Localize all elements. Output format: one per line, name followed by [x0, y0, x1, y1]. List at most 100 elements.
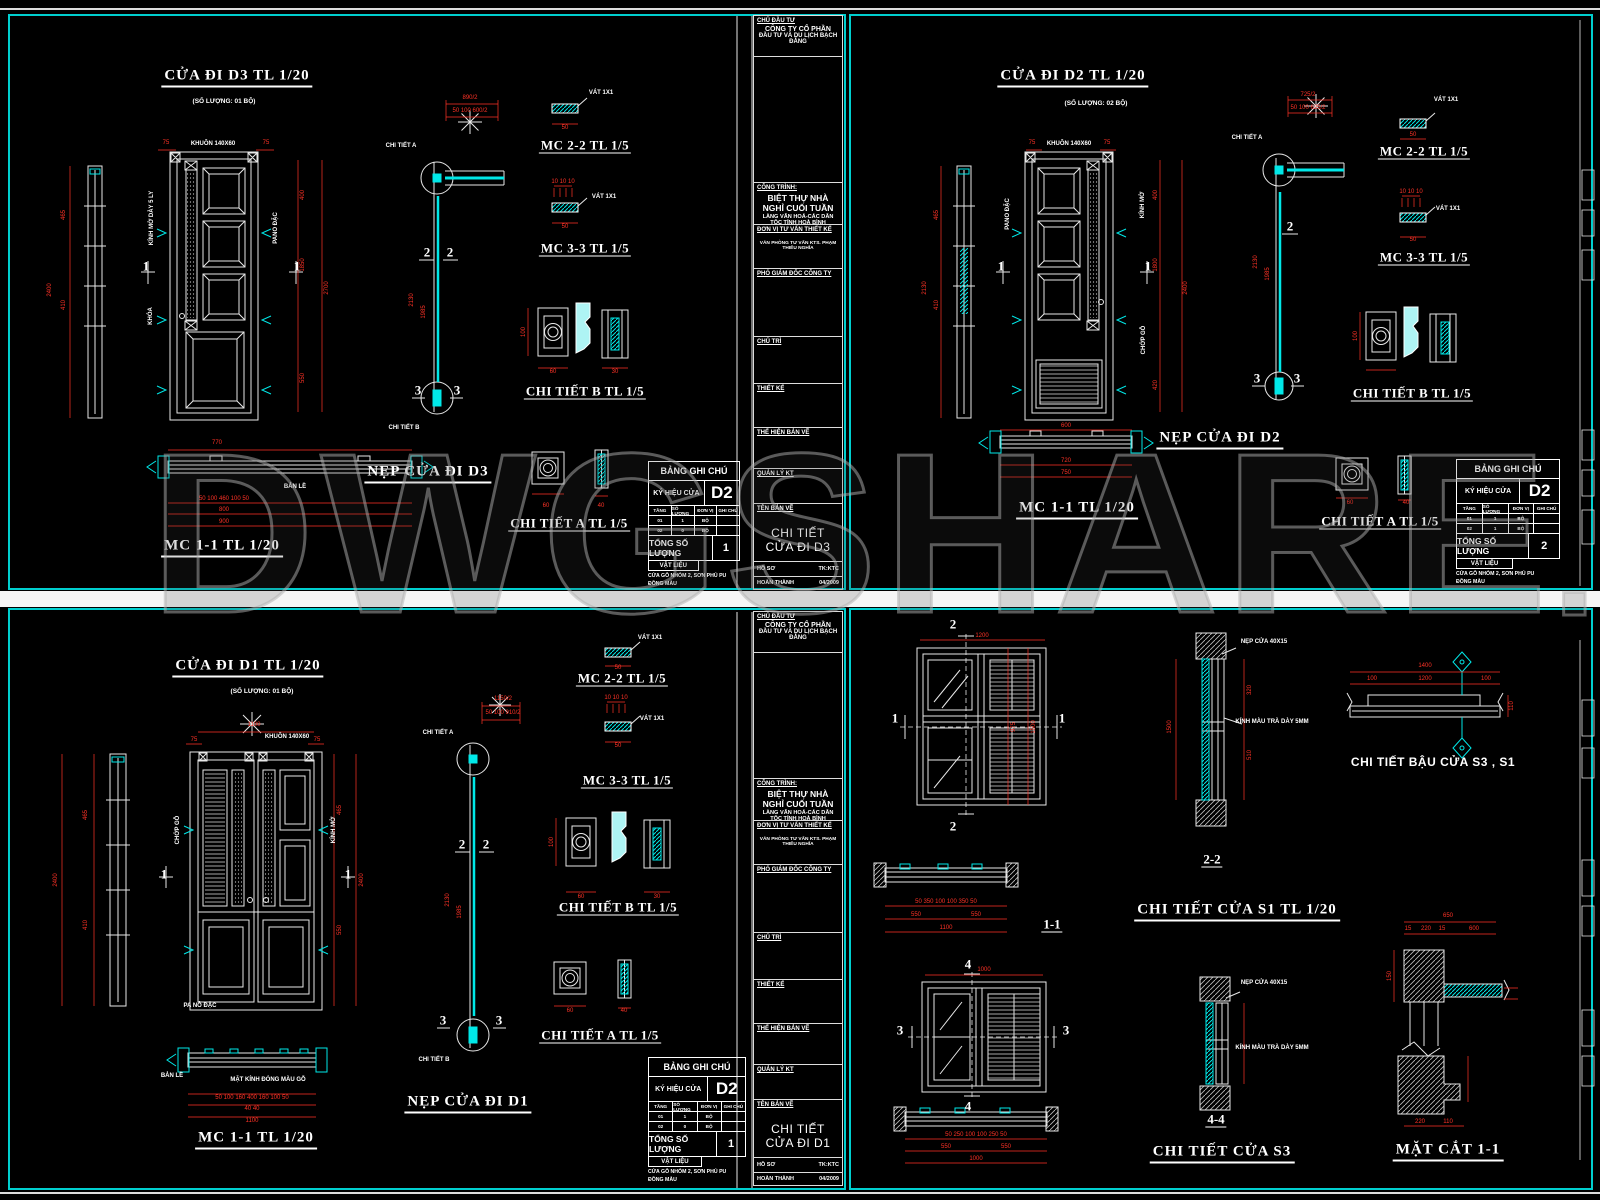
s-dims-d550c: 550	[940, 1144, 952, 1150]
s-s1_title: CHI TIẾT CỬA S1 TL 1/20	[1134, 902, 1340, 922]
s-dims-d15a: 15	[1404, 926, 1412, 932]
legend-note-cell	[717, 526, 739, 535]
d2-marks-s2: 2	[1286, 218, 1294, 234]
d2-title: CỬA ĐI D2 TL 1/20	[997, 68, 1149, 88]
d1-nep: NẸP CỬA ĐI D1	[404, 1094, 532, 1114]
d3-dims-b_30: 30	[611, 369, 619, 375]
total-label: TỔNG SỐ LƯỢNG	[649, 1132, 718, 1156]
d3-marks-s1: 1	[142, 258, 150, 274]
d1-dims-a_60: 60	[566, 1008, 574, 1014]
d1-marks-s1: 1	[160, 866, 168, 882]
legend-cell: 1	[1483, 524, 1509, 533]
d3-white-geometry	[84, 16, 753, 588]
s-dims-v1500b: 1500	[1167, 720, 1173, 734]
sheet-door-d2	[849, 14, 1593, 590]
d1-mc11: MC 1-1 TL 1/20	[195, 1130, 317, 1150]
draftsman-label: THỂ HIỆN BẢN VẼ	[757, 1026, 810, 1032]
d1-chamfer: VÁT 1X1	[637, 635, 663, 641]
d2-subtitle: (SỐ LƯỢNG: 02 BỘ)	[1064, 99, 1128, 107]
material-line2: ĐỒNG MÀU	[1456, 579, 1485, 585]
d1-cyan-geometry	[111, 647, 662, 1073]
investor-line2: ĐẦU TƯ VÀ DU LỊCH BẠCH ĐẰNG	[758, 33, 838, 45]
material-line1: CỬA GỖ NHÓM 2, SƠN PHỦ PU	[648, 1169, 727, 1175]
d3-marks-s1: 1	[293, 258, 301, 274]
dossier-label: HỒ SƠ	[757, 1162, 776, 1168]
d1-callout_a: CHI TIẾT A	[422, 730, 454, 736]
title-block-section: PHÓ GIÁM ĐỐC CÔNG TY	[753, 268, 843, 337]
investor-line1: CÔNG TY CỔ PHẦN	[765, 26, 831, 33]
d3-chamfer: VÁT 1X1	[588, 90, 614, 96]
s-dims-d15b: 15	[1438, 926, 1446, 932]
d3-dims-pole_a: 890/2	[462, 95, 478, 101]
s-dims-t1000: 1000	[977, 967, 991, 973]
d2-dims-r_2400: 2400	[1183, 281, 1189, 295]
project-line2: LÀNG VĂN HOÁ-CÁC DÂN TỘC TỈNH HOÀ BÌNH	[762, 810, 834, 821]
d1-detail_a_title: CHI TIẾT A TL 1/5	[539, 1027, 661, 1044]
s-dims-d1100: 1100	[939, 925, 953, 931]
d3-dims-b_60: 60	[549, 369, 557, 375]
legend-cell: 01	[1457, 514, 1483, 523]
d3-mc11: MC 1-1 TL 1/20	[161, 538, 283, 558]
d3-marks-s2: 2	[423, 244, 431, 260]
d2-dims-p_2130: 2130	[1253, 255, 1259, 269]
s-dims-v510: 510	[1247, 749, 1253, 761]
s-marks-s3: 3	[896, 1022, 904, 1038]
legend-col_qty: SỐ LƯỢNG	[672, 506, 695, 516]
d2-louver_label: CHỚP GỖ	[1141, 325, 1147, 355]
d3-mc22: MC 2-2 TL 1/5	[538, 137, 632, 154]
legend-cell: 01	[649, 516, 672, 525]
dossier-label: HỒ SƠ	[757, 566, 776, 572]
d3-dims-mc33_50: 50	[561, 224, 569, 230]
d1-title: CỬA ĐI D1 TL 1/20	[172, 658, 324, 678]
d1-subtitle: (SỐ LƯỢNG: 01 BỘ)	[230, 687, 294, 695]
s-dims-d110b: 110	[1443, 1119, 1453, 1125]
d1-mc22: MC 2-2 TL 1/5	[575, 670, 669, 687]
d2-dims-plan_720: 720	[1060, 458, 1072, 464]
d1-dims-plan_1100b: 1100	[245, 1118, 259, 1124]
legend-col_floor: TẦNG	[1457, 504, 1483, 513]
d1-dims-h_465: 465	[83, 809, 89, 821]
d2-marks-s1: 1	[997, 258, 1005, 274]
d1-dims-r_550: 550	[337, 924, 343, 936]
d2-marks-s3: 3	[1293, 370, 1301, 386]
d2-dims-h_2130: 2130	[922, 281, 928, 295]
consultant-line: VĂN PHÒNG TƯ VẤN KTS. PHẠM THIẾU NGHĨA	[759, 241, 837, 251]
title-block-section: THỂ HIỆN BẢN VẼ	[753, 427, 843, 469]
legend-col_note: GHI CHÚ	[718, 508, 738, 513]
d2-dims-mc22_50: 50	[1409, 132, 1417, 138]
s-sec11: 1-1	[1041, 916, 1063, 933]
d1-marks-s3: 3	[495, 1012, 503, 1028]
d3-panel_label: PANO ĐẶC	[273, 212, 279, 244]
d1-dims-pole_a: 1150/2	[494, 696, 512, 702]
s-dims-d1200: 1200	[1418, 676, 1432, 682]
s-marks-s1: 1	[891, 710, 899, 726]
legend-col_unit: ĐƠN VỊ	[698, 1102, 722, 1111]
legend-note-cell	[722, 1122, 745, 1131]
d3-detail_b_title: CHI TIẾT B TL 1/5	[523, 383, 647, 400]
d2-panel_label: PANO ĐẶC	[1005, 198, 1011, 230]
legend-note-cell	[1534, 514, 1559, 523]
d1-marks-s2: 2	[458, 836, 466, 852]
d1-frame_label: KHUÔN 140X60	[264, 734, 310, 740]
consultant-label: ĐƠN VỊ TƯ VẤN THIẾT KẾ	[757, 823, 832, 829]
d1-pano_bottom: PA NÔ ĐẶC	[183, 1003, 217, 1009]
d1-dims-b_100: 100	[549, 836, 555, 848]
s-marks-s2: 2	[949, 818, 957, 834]
s-sec44: 4-4	[1205, 1111, 1227, 1128]
legend-note-cell	[722, 1112, 745, 1121]
legend-cell: 01	[649, 1112, 674, 1121]
